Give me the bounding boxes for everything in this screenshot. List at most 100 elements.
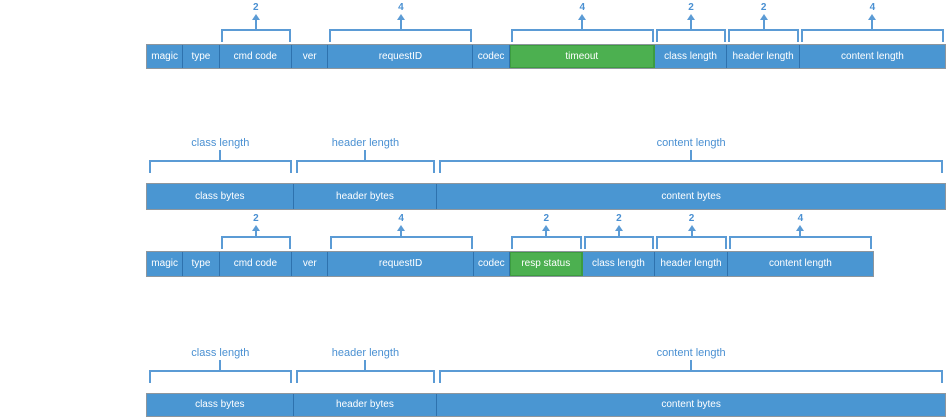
field-label-ver: ver [302,50,317,62]
arrow-up-icon [759,14,768,20]
bracket-stem [254,20,257,29]
bracket-stem [364,150,367,160]
bracket-stem [690,150,693,160]
arrow-up-icon [796,225,805,231]
field-label-content-length: content length [841,50,904,62]
byte-span-bracket-cmd-code [220,236,292,249]
field-label-class-length: class length [664,50,717,62]
field-class-length: class length [582,252,656,276]
field-label-magic: magic [151,50,178,62]
arrow-up-icon [687,14,696,20]
response-body-row: class bytes header bytes content bytes [146,393,946,417]
bracket-stem [690,360,693,370]
field-label-header-bytes: header bytes [336,399,394,410]
bracket-stem [399,20,402,29]
arrow-up-icon [251,225,260,231]
field-label-header-length: header length [660,258,722,269]
byte-count-label-header-length: 2 [688,213,695,224]
byte-count-label-requestid: 4 [398,2,404,13]
field-label-resp-status: resp status [521,258,571,269]
field-label-codec: codec [477,258,505,269]
arrow-up-icon [542,225,551,231]
bracket-stem [799,231,802,236]
bracket-stem [871,20,874,29]
bracket-stem [219,360,222,370]
field-ver: ver [292,252,329,276]
bracket-stem [762,20,765,29]
field-label-requestid: requestID [378,258,423,269]
length-ref-label-header-length: header length [331,347,400,359]
byte-span-bracket-class-bytes [149,160,292,173]
field-label-header-length: header length [732,50,794,62]
length-ref-label-header-length: header length [331,137,400,149]
byte-count-label-class-length: 2 [688,2,694,13]
byte-span-bracket-header-length [728,29,799,42]
field-header-bytes: header bytes [293,184,438,209]
field-magic: magic [147,252,184,276]
byte-span-bracket-class-length [583,236,655,249]
arrow-up-icon [397,225,406,231]
byte-span-bracket-header-bytes [295,160,436,173]
field-label-codec: codec [477,50,505,62]
field-magic: magic [147,45,184,68]
bracket-stem [364,360,367,370]
field-requestid: requestID [328,252,474,276]
byte-span-bracket-header-bytes [295,370,436,383]
field-requestid: requestID [328,45,474,68]
field-resp-status: resp status [510,252,583,276]
field-header-length: header length [727,45,800,68]
field-content-length: content length [799,45,945,68]
field-label-cmd-code: cmd code [233,258,278,269]
field-content-bytes: content bytes [437,394,945,416]
length-ref-label-content-length: content length [656,137,726,149]
bracket-stem [690,231,693,236]
field-content-length: content length [727,252,873,276]
field-label-class-bytes: class bytes [195,399,245,410]
field-label-magic: magic [151,258,178,269]
byte-count-label-resp-status: 2 [543,213,550,224]
field-label-timeout: timeout [565,50,599,62]
field-label-class-length: class length [591,258,645,269]
byte-span-bracket-timeout [510,29,654,42]
field-cmd-code: cmd code [219,252,293,276]
bracket-stem [219,150,222,160]
field-label-header-bytes: header bytes [336,190,394,202]
arrow-up-icon [396,14,405,20]
byte-span-bracket-content-length [800,29,944,42]
byte-count-label-cmd-code: 2 [253,213,259,224]
field-class-bytes: class bytes [147,184,294,209]
request-body-row: class bytes header bytes content bytes [146,183,946,210]
field-class-length: class length [654,45,728,68]
byte-count-label-requestid: 4 [398,213,404,224]
byte-count-label-timeout: 4 [579,2,586,13]
field-header-bytes: header bytes [293,394,438,416]
length-ref-label-class-length: class length [191,137,250,149]
arrow-up-icon [614,225,623,231]
bracket-stem [581,20,584,29]
byte-span-bracket-class-bytes [149,370,292,383]
arrow-up-icon [868,14,877,20]
field-label-content-bytes: content bytes [661,190,721,202]
byte-span-bracket-cmd-code [220,29,292,42]
bracket-stem [545,231,548,236]
field-class-bytes: class bytes [147,394,294,416]
arrow-up-icon [687,225,696,231]
byte-span-bracket-content-bytes [439,370,943,383]
field-label-requestid: requestID [378,50,423,62]
byte-count-label-class-length: 2 [616,213,622,224]
arrow-up-icon [578,14,587,20]
byte-count-label-content-length: 4 [869,2,876,13]
bracket-stem [400,231,403,236]
field-header-length: header length [655,252,728,276]
field-timeout: timeout [509,45,655,68]
byte-count-label-content-length: 4 [797,213,804,224]
byte-span-bracket-resp-status [511,236,582,249]
field-cmd-code: cmd code [219,45,293,68]
byte-span-bracket-class-length [655,29,727,42]
length-ref-label-class-length: class length [191,347,250,359]
field-label-type: type [191,50,211,62]
byte-span-bracket-requestid [329,236,473,249]
byte-span-bracket-header-length [656,236,727,249]
